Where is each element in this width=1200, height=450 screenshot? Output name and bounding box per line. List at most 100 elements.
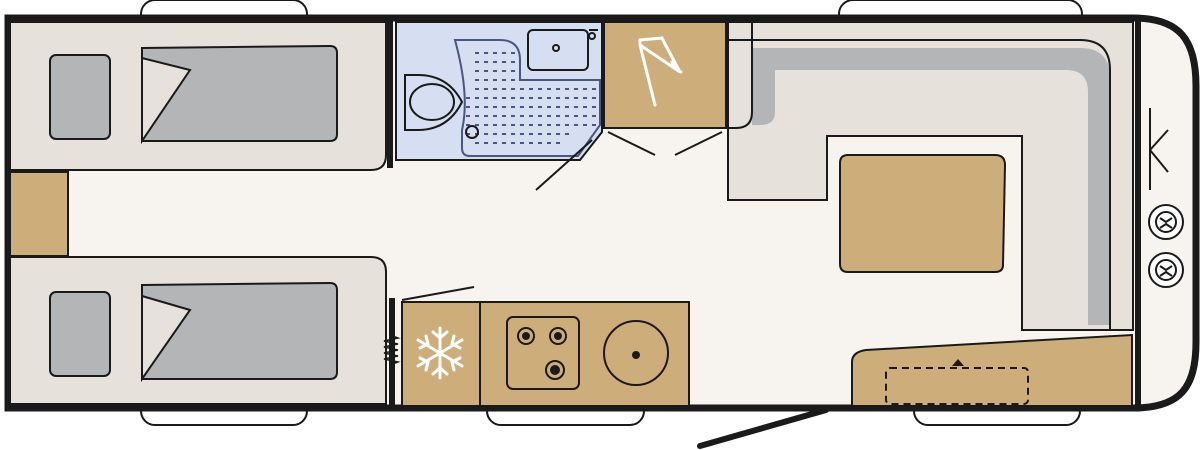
shower-tray-dot — [502, 97, 506, 99]
shower-tray-dot — [520, 115, 524, 117]
shower-tray-dot — [529, 142, 533, 144]
shower-tray-dot — [529, 97, 533, 99]
bathroom — [395, 21, 603, 191]
shower-tray-dot — [475, 106, 479, 108]
shower-tray-dot — [475, 97, 479, 99]
shower-tray-dot — [565, 106, 569, 108]
shower-tray-dot — [502, 106, 506, 108]
shower-tray-dot — [475, 115, 479, 117]
front-window-icon — [1149, 108, 1169, 190]
shower-tray-dot — [466, 133, 470, 135]
round-sink-icon — [527, 29, 598, 71]
shower-tray-dot — [538, 142, 542, 144]
gas-bottle-icon-2 — [1148, 252, 1184, 288]
kitchen-door — [401, 286, 475, 301]
shower-tray-dot — [475, 142, 479, 144]
shower-tray-dot — [511, 88, 515, 90]
shower-tray-dot — [574, 97, 578, 99]
shower-tray-dot — [493, 88, 497, 90]
shower-tray-dot — [484, 52, 488, 54]
shower-tray-dot — [493, 61, 497, 63]
shower-tray — [453, 39, 601, 157]
shower-tray-dot — [592, 97, 596, 99]
shower-tray-dot — [547, 97, 551, 99]
shower-tray-dot — [511, 52, 515, 54]
heater-spring-icon — [383, 334, 401, 366]
three-burner-hob-icon — [506, 316, 580, 390]
shower-tray-dot — [520, 106, 524, 108]
seating-wardrobe-corner — [726, 22, 753, 129]
shower-tray-dot — [592, 88, 596, 90]
shower-tray-dot — [538, 97, 542, 99]
shower-tray-dot — [484, 79, 488, 81]
shower-tray-dot — [583, 88, 587, 90]
toilet-icon — [404, 74, 464, 131]
kitchen-sink-icon — [603, 320, 669, 386]
shower-tray-dot — [511, 115, 515, 117]
gas-bottle-icon-1 — [1148, 204, 1184, 240]
shower-tray-dot — [493, 133, 497, 135]
shower-tray-dot — [484, 88, 488, 90]
shower-tray-dot — [547, 88, 551, 90]
shower-tray-dot — [484, 142, 488, 144]
shower-tray-dot — [556, 97, 560, 99]
shower-tray-dot — [511, 70, 515, 72]
bed-top — [9, 21, 387, 171]
shower-tray-dot — [493, 97, 497, 99]
shower-tray-dot — [583, 115, 587, 117]
shower-tray-dot — [538, 115, 542, 117]
shower-tray-dot — [529, 133, 533, 135]
front-details — [1148, 108, 1184, 288]
shower-tray-dot — [538, 88, 542, 90]
shower-tray-dot — [529, 115, 533, 117]
shower-tray-dot — [502, 52, 506, 54]
shower-tray-dot — [502, 70, 506, 72]
shower-tray-dot — [493, 79, 497, 81]
shower-tray-dot — [556, 124, 560, 126]
shower-tray-dot — [502, 61, 506, 63]
shower-tray-dot — [565, 115, 569, 117]
shower-tray-dot — [520, 88, 524, 90]
shower-tray-dot — [484, 133, 488, 135]
shower-tray-dot — [511, 133, 515, 135]
shower-tray-dot — [592, 115, 596, 117]
shower-tray-dot — [493, 142, 497, 144]
shower-tray-dot — [511, 106, 515, 108]
shower-tray-dot — [520, 124, 524, 126]
shower-tray-dot — [547, 115, 551, 117]
shower-tray-dot — [565, 133, 569, 135]
shower-tray-dot — [484, 115, 488, 117]
shower-tray-dot — [475, 124, 479, 126]
shower-tray-dot — [592, 124, 596, 126]
front-cabinet — [851, 333, 1133, 407]
shower-tray-dot — [502, 142, 506, 144]
snowflake-icon — [416, 326, 464, 380]
shower-tray-dot — [520, 142, 524, 144]
shower-tray-dot — [556, 133, 560, 135]
bed-bottom — [9, 256, 387, 405]
shower-tray-dot — [565, 88, 569, 90]
blanket-bottom — [141, 281, 338, 380]
shower-tray-dot — [493, 70, 497, 72]
shower-tray-dot — [538, 133, 542, 135]
shower-tray-dot — [520, 97, 524, 99]
hatch-outline — [885, 367, 1029, 405]
shower-tray-dot — [511, 97, 515, 99]
shower-drain-icon — [465, 125, 479, 139]
entrance-door — [697, 407, 829, 449]
shower-tray-dot — [484, 70, 488, 72]
shower-tray-dot — [466, 124, 470, 126]
shower-tray-dot — [493, 52, 497, 54]
wardrobe-door-left — [607, 131, 656, 156]
shower-tray-dot — [484, 106, 488, 108]
shower-tray-dot — [502, 79, 506, 81]
shower-tray-dot — [547, 124, 551, 126]
shower-tray-dot — [466, 97, 470, 99]
shower-tray-dot — [493, 124, 497, 126]
hatch-arrow-icon — [952, 359, 964, 366]
wardrobe-body — [603, 21, 727, 129]
shower-tray-dot — [547, 133, 551, 135]
blanket-bottom-fold — [141, 294, 192, 383]
wardrobe — [603, 21, 727, 156]
